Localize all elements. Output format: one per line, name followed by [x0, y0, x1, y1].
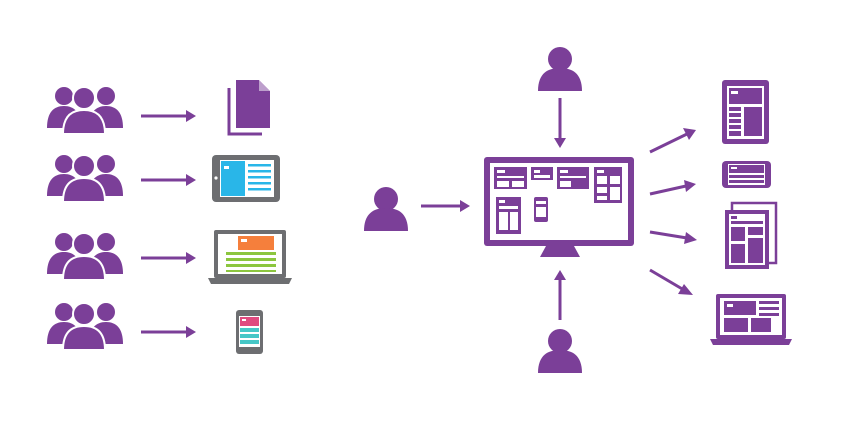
arrow-line	[649, 230, 688, 240]
people-group-icon	[46, 86, 124, 135]
arrow-head	[683, 128, 696, 140]
arrow-head	[186, 326, 196, 338]
arrow-head	[186, 252, 196, 264]
arrow-head	[684, 232, 697, 244]
arrow-head	[186, 174, 196, 186]
person-icon	[364, 187, 408, 231]
phone-icon	[236, 310, 263, 354]
tablet-icon	[722, 80, 769, 144]
phone-icon	[722, 161, 771, 188]
laptop-icon	[710, 294, 792, 345]
tablet-icon	[212, 155, 280, 202]
desktop-monitor-icon	[484, 157, 634, 257]
arrow-line	[649, 132, 688, 154]
arrow-head	[186, 110, 196, 122]
people-group-icon	[46, 302, 124, 351]
arrow-head	[678, 284, 693, 295]
documents-icon	[227, 80, 270, 136]
person-icon	[538, 47, 582, 91]
arrow-line	[649, 268, 685, 292]
arrow-head	[554, 270, 566, 280]
people-group-icon	[46, 154, 124, 203]
arrow-head	[460, 200, 470, 212]
laptop-icon	[208, 230, 292, 284]
arrow-head	[554, 138, 566, 148]
arrow-head	[684, 180, 696, 192]
person-icon	[538, 329, 582, 373]
print-page-icon	[725, 201, 778, 269]
people-group-icon	[46, 232, 124, 281]
arrow-line	[649, 184, 687, 196]
